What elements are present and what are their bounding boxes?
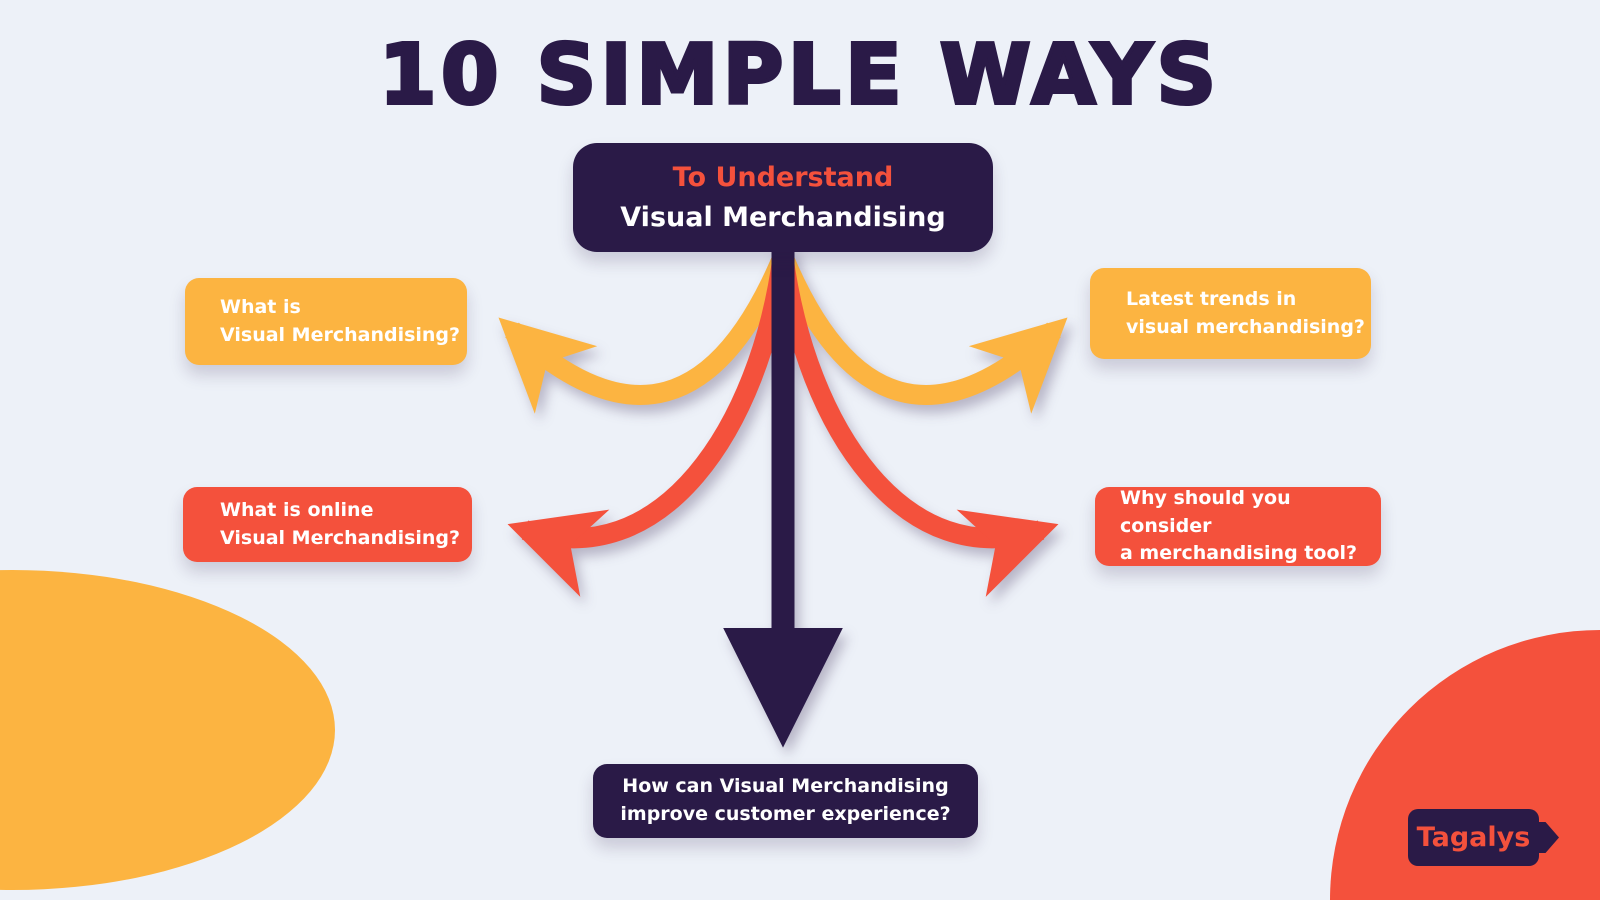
topic-box-latest-trends: Latest trends in visual merchandising? — [1090, 268, 1371, 359]
topic-box-merch-tool: Why should you consider a merchandising … — [1095, 487, 1381, 566]
center-topic-subtitle: To Understand — [672, 162, 894, 194]
topic-box-line: Latest trends in — [1126, 287, 1297, 310]
topic-box-line: a merchandising tool? — [1120, 542, 1358, 565]
topic-box-what-is-vm: What is Visual Merchandising? — [185, 278, 467, 365]
topic-box-online-vm: What is online Visual Merchandising? — [183, 487, 472, 562]
arrow-to-online-vm — [507, 252, 793, 597]
topic-box-line: visual merchandising? — [1126, 315, 1365, 338]
page-title: 10 SIMPLE WAYS — [377, 26, 1221, 125]
center-topic-box: To Understand Visual Merchandising — [573, 143, 993, 252]
center-topic-title: Visual Merchandising — [620, 201, 946, 233]
topic-box-line: How can Visual Merchandising — [622, 775, 949, 798]
tagalys-logo-text: Tagalys — [1416, 822, 1531, 853]
topic-box-line: Visual Merchandising? — [220, 526, 461, 549]
topic-box-line: Visual Merchandising? — [220, 323, 461, 346]
topic-box-customer-experience: How can Visual Merchandising improve cus… — [593, 764, 978, 838]
arrow-to-what-is-vm — [498, 252, 793, 414]
arrow-to-latest-trends — [773, 252, 1068, 414]
tagalys-logo: Tagalys — [1408, 809, 1559, 866]
topic-box-line: improve customer experience? — [620, 803, 951, 825]
topic-box-line: What is online — [220, 498, 374, 521]
topic-box-line: What is — [220, 295, 301, 318]
topic-box-line: Why should you consider — [1120, 487, 1291, 537]
arrow-to-merch-tool — [773, 252, 1059, 597]
